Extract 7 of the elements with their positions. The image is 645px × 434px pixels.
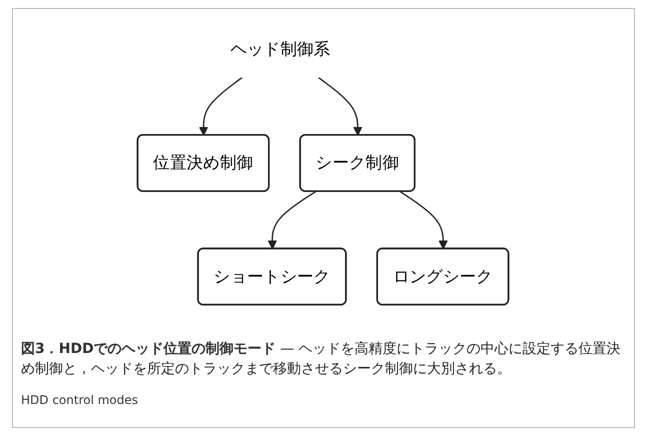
note-text: HDD control modes	[21, 393, 138, 407]
caption-text: 図3．HDDでのヘッド位置の制御モード — ヘッドを高精度にトラックの中心に設定する位置決め制御と，ヘッドを所定のトラックまで移動させるシーク制御に大別される。	[21, 340, 621, 379]
arrow	[268, 191, 316, 250]
arrow	[318, 77, 362, 136]
arrow	[199, 77, 242, 136]
node-text: ヘッド制御系	[230, 39, 330, 59]
arrow	[400, 191, 448, 250]
